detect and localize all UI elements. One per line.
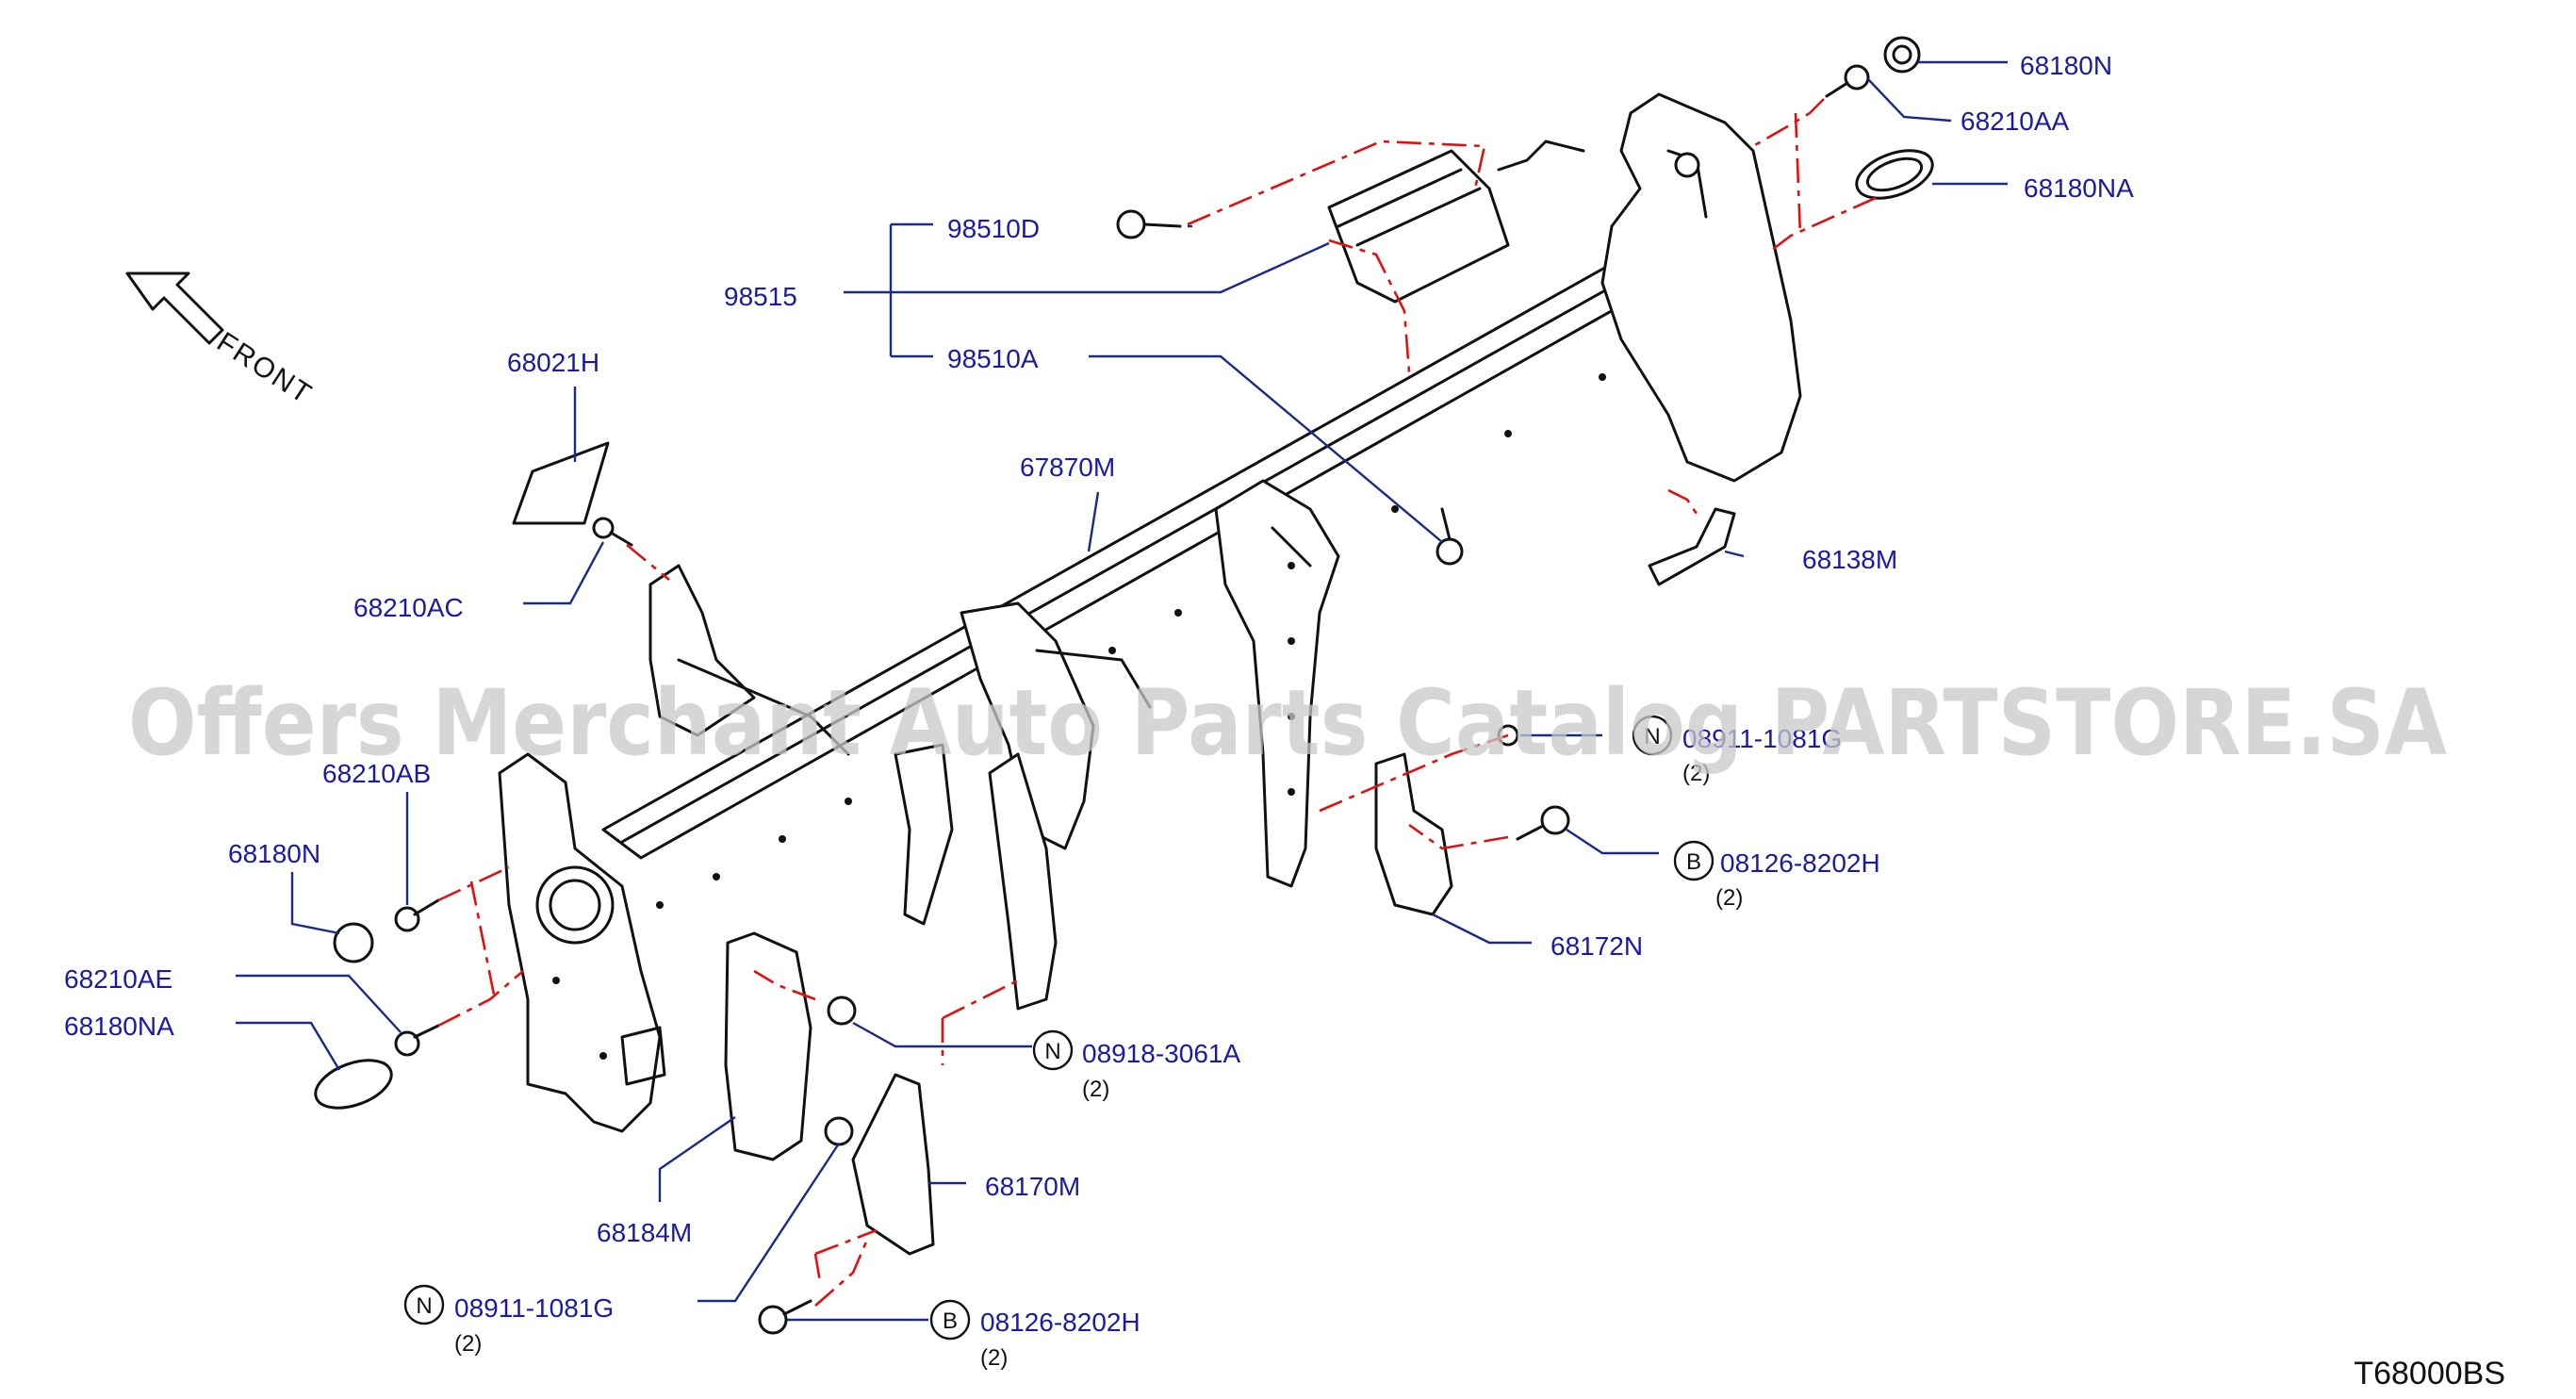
airbag-module xyxy=(1327,140,1585,304)
symbol-n-bottom: N xyxy=(416,1293,432,1319)
label-68180n-left[interactable]: 68180N xyxy=(228,839,320,868)
bolt-08126-bottom xyxy=(758,1299,812,1335)
oval-plug-68180na-left xyxy=(314,1059,393,1110)
bolt-08126-right xyxy=(1516,805,1570,841)
bracket-68170m xyxy=(851,1073,935,1256)
part-labels: 68180N 68210AA 68180NA 98510D 98515 9851… xyxy=(64,51,2134,1371)
bolt-98510d xyxy=(1116,209,1182,239)
front-arrow-icon xyxy=(125,272,224,345)
label-98510d[interactable]: 98510D xyxy=(947,214,1040,243)
label-68210ab[interactable]: 68210AB xyxy=(322,759,431,788)
qty-08918: (2) xyxy=(1082,1077,1109,1102)
bolt-98510a xyxy=(1436,507,1464,566)
clip-68180n-top xyxy=(1883,36,1921,74)
bracket-68184m xyxy=(724,931,812,1161)
symbol-n-mid: N xyxy=(1044,1039,1060,1064)
nut-08918 xyxy=(827,996,857,1026)
circled-symbols: N B N N B xyxy=(403,715,1715,1341)
qty-08126-right: (2) xyxy=(1715,885,1743,911)
label-08918[interactable]: 08918-3061A xyxy=(1082,1039,1240,1068)
label-68210ae[interactable]: 68210AE xyxy=(64,964,172,994)
label-68180n-top[interactable]: 68180N xyxy=(2020,51,2112,80)
clip-68180n-left xyxy=(333,922,374,963)
leader-lines xyxy=(236,60,2008,1322)
qty-08911-bottom: (2) xyxy=(454,1331,482,1357)
assembly-lines xyxy=(437,98,1877,1307)
label-68172n[interactable]: 68172N xyxy=(1551,931,1643,961)
label-08126-right[interactable]: 08126-8202H xyxy=(1720,848,1880,878)
label-68210aa[interactable]: 68210AA xyxy=(1961,107,2070,136)
bolt-68210aa xyxy=(1825,64,1870,98)
bolt-68210ac xyxy=(592,517,633,547)
bolt-68210ae xyxy=(394,1024,440,1057)
beam-holes xyxy=(552,373,1606,1060)
drawing-code: T68000BS xyxy=(2354,1356,2505,1391)
label-98510a[interactable]: 98510A xyxy=(947,344,1039,373)
label-08911-top[interactable]: 08911-1081G xyxy=(1682,724,1842,753)
pad-68021h xyxy=(512,441,610,525)
nut-08911-bottom xyxy=(824,1116,854,1146)
label-08126-bottom[interactable]: 08126-8202H xyxy=(980,1308,1140,1337)
label-68180na-top[interactable]: 68180NA xyxy=(2024,173,2134,203)
label-68210ac[interactable]: 68210AC xyxy=(353,593,464,622)
label-68170m[interactable]: 68170M xyxy=(985,1172,1080,1201)
cross-car-beam xyxy=(498,92,1802,1133)
qty-08911-top: (2) xyxy=(1682,761,1710,786)
label-68021h[interactable]: 68021H xyxy=(507,348,599,377)
oval-plug-68180na-top xyxy=(1855,149,1934,200)
qty-08126-bottom: (2) xyxy=(980,1345,1008,1371)
label-68138m[interactable]: 68138M xyxy=(1802,545,1897,574)
bracket-68172n xyxy=(1374,752,1453,916)
symbol-b-right: B xyxy=(1686,849,1701,875)
label-98515[interactable]: 98515 xyxy=(724,282,797,311)
symbol-b-bottom: B xyxy=(943,1308,958,1334)
label-08911-bottom[interactable]: 08911-1081G xyxy=(454,1293,614,1323)
symbol-n-top: N xyxy=(1644,724,1660,749)
label-68180na-left[interactable]: 68180NA xyxy=(64,1012,174,1041)
bracket-68138m xyxy=(1648,507,1736,586)
label-67870m[interactable]: 67870M xyxy=(1020,453,1115,482)
label-68184m[interactable]: 68184M xyxy=(597,1218,692,1247)
watermark: Offers Merchant Auto Parts Catalog PARTS… xyxy=(128,670,2447,776)
bolt-68210ab xyxy=(394,898,440,932)
front-label: FRONT xyxy=(211,326,318,410)
